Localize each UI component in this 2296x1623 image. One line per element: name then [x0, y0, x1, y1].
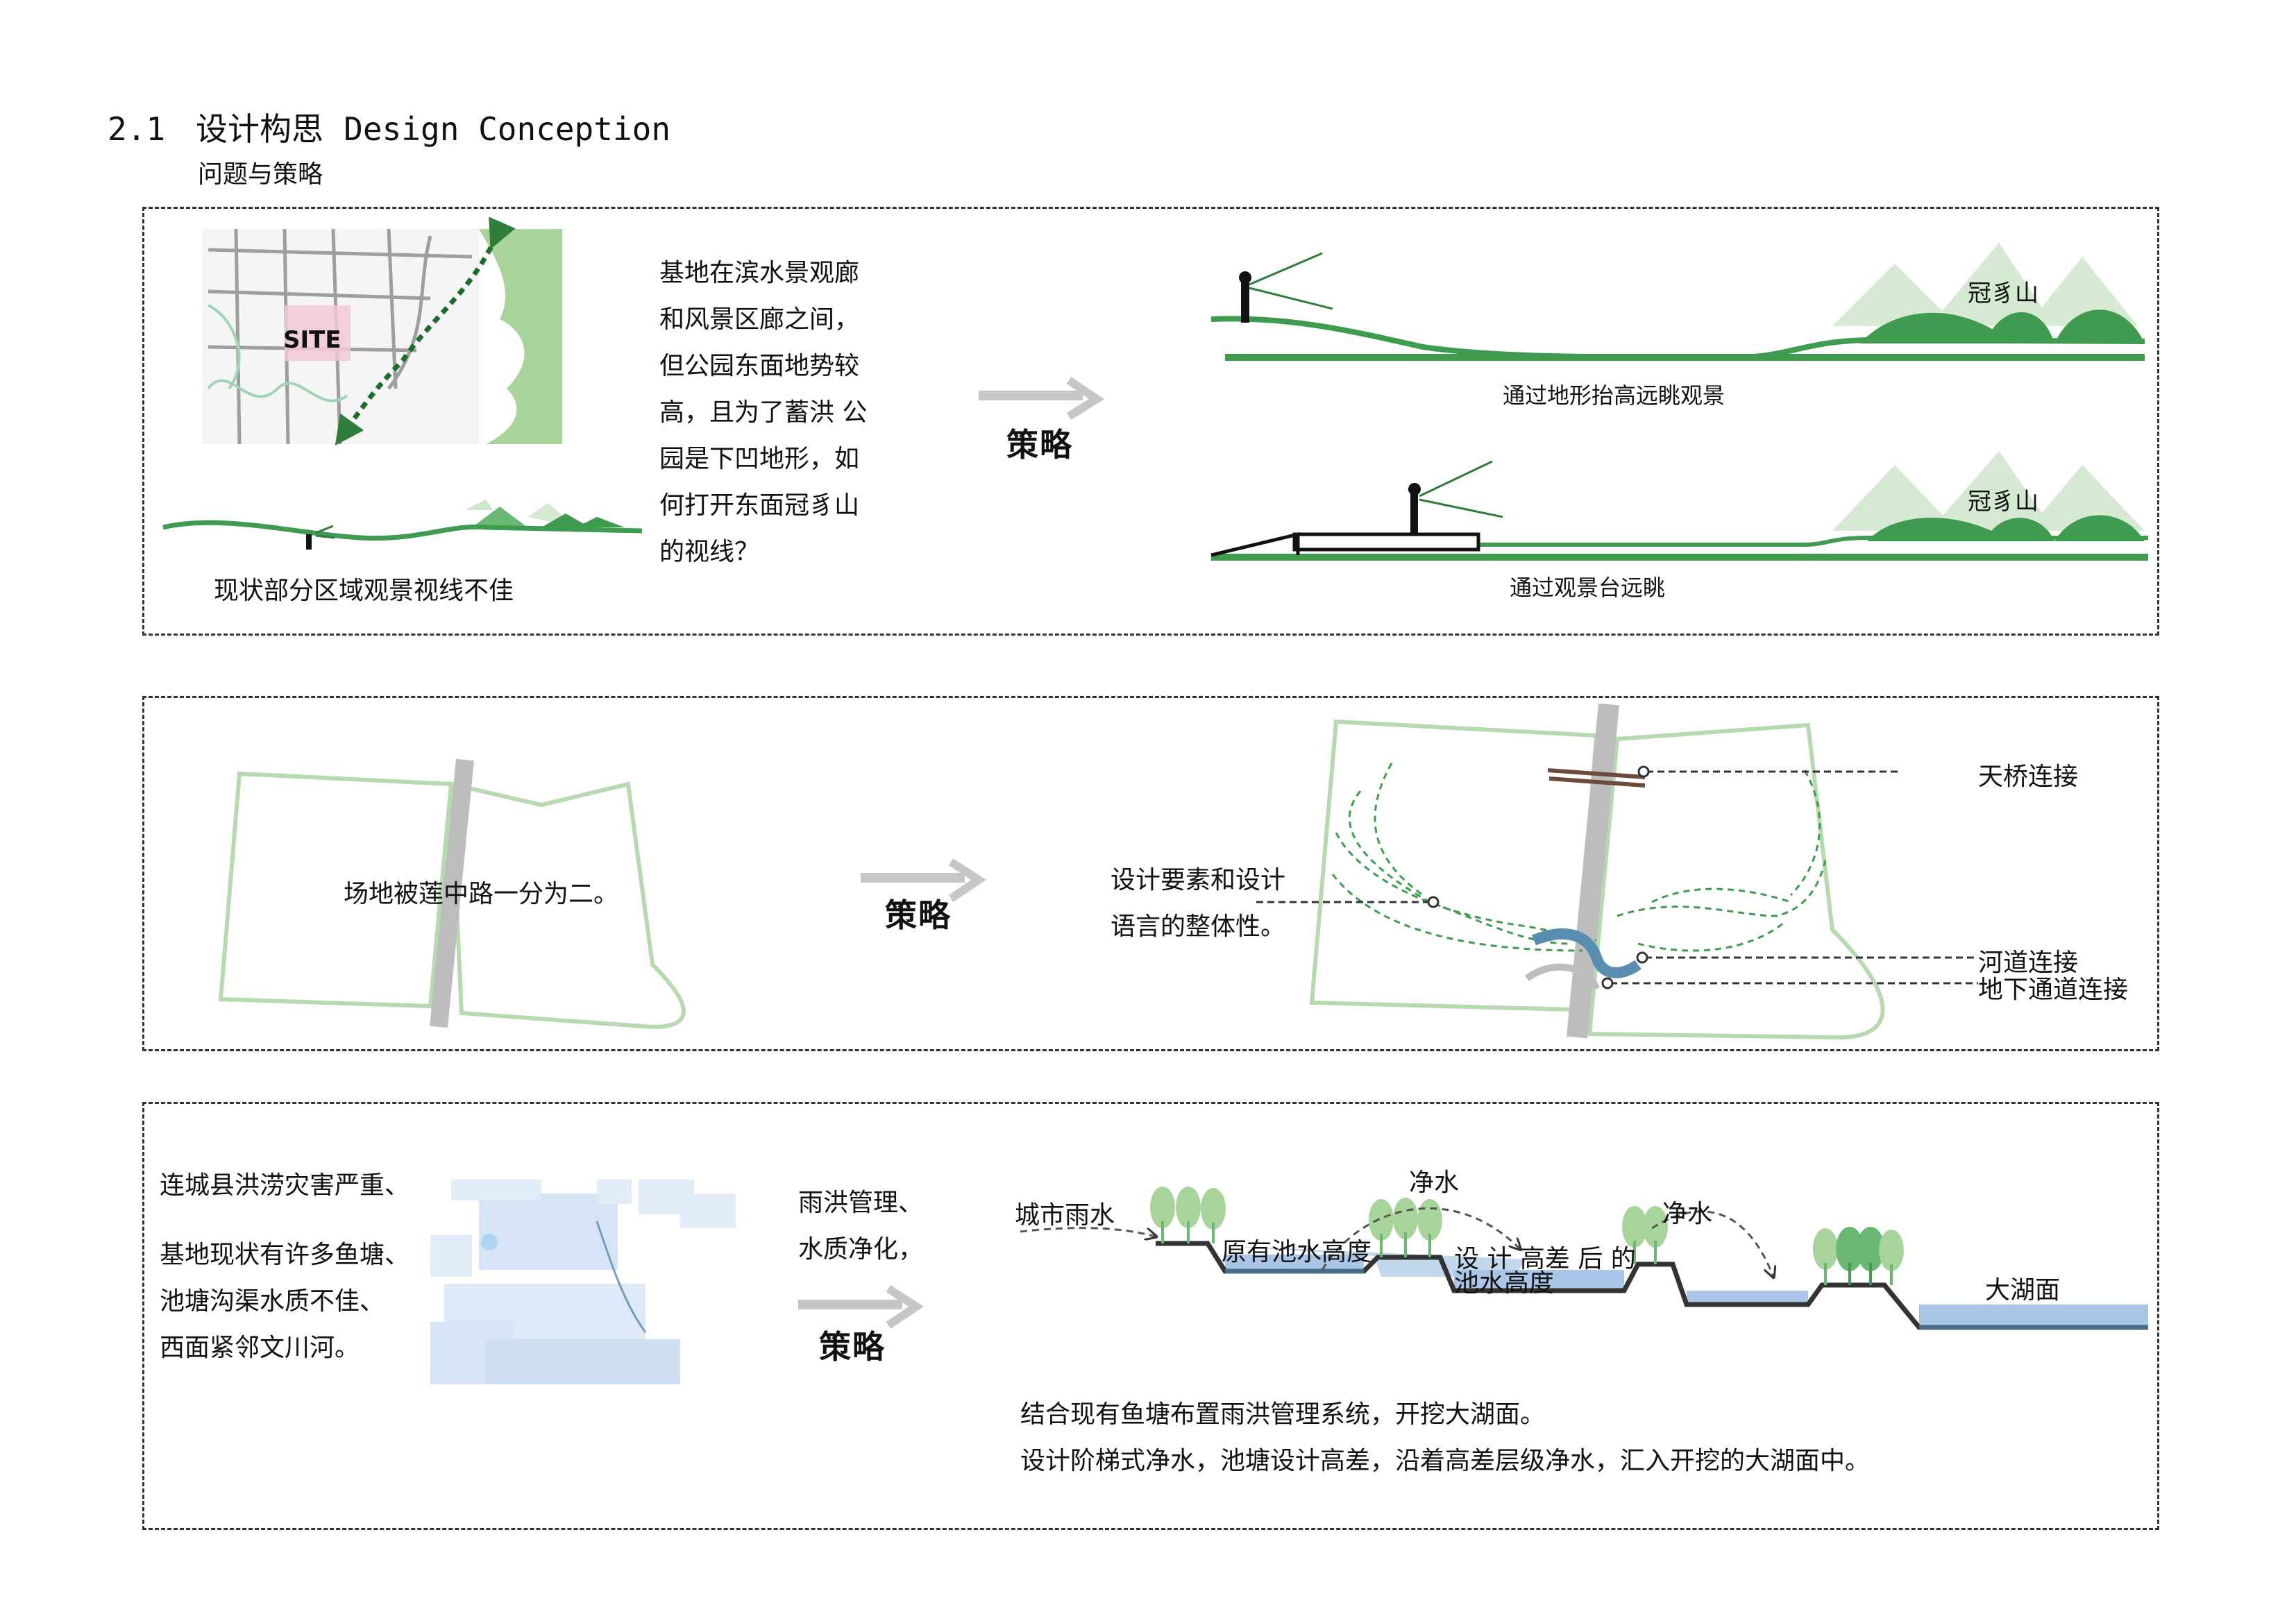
problem-1-line-3: 但公园东面地势较 — [659, 352, 860, 380]
problem-1-line-5: 园是下凹地形，如 — [659, 445, 860, 473]
panel-view-problem — [142, 207, 2159, 636]
element-text-line-1: 设计要素和设计 — [1111, 866, 1286, 894]
problem-1-line-1: 基地在滨水景观廊 — [659, 259, 860, 287]
flood-line-3: 池塘沟渠水质不佳、 — [160, 1287, 385, 1316]
mountain-label-1: 冠豸山 — [1968, 280, 2038, 307]
river-connection-label: 河道连接 — [1978, 949, 2079, 977]
section-number: 2.1 — [108, 110, 166, 148]
original-pond-level-label: 原有池水高度 — [1222, 1238, 1372, 1266]
problem-1-line-2: 和风景区廊之间， — [659, 305, 860, 334]
flood-line-4: 西面紧邻文川河。 — [160, 1334, 360, 1362]
section-title-en: Design Conception — [344, 110, 671, 148]
road-split-text: 场地被莲中路一分为二。 — [344, 880, 619, 908]
existing-section — [162, 500, 643, 550]
bridge-connection-label: 天桥连接 — [1978, 763, 2079, 791]
underpass-connection-label: 地下通道连接 — [1978, 976, 2129, 1004]
site-split-diagram — [218, 758, 686, 1030]
platform-solution-section — [1210, 451, 2148, 561]
fishpond-map — [430, 1180, 736, 1384]
designed-pond-level-label-1: 设 计 高差 后 的 — [1454, 1245, 1636, 1273]
designed-pond-level-label-2: 池水高度 — [1454, 1269, 1555, 1298]
stormwater-line-1: 雨洪管理、 — [798, 1189, 924, 1217]
site-map — [203, 216, 564, 446]
section-subtitle: 问题与策略 — [198, 160, 323, 189]
strategy-arrow-3 — [798, 1284, 924, 1329]
platform-caption: 通过观景台远眺 — [1510, 575, 1666, 601]
site-label: SITE — [283, 326, 341, 354]
mountain-label-2: 冠豸山 — [1968, 488, 2038, 516]
strategy-label-3: 策略 — [819, 1328, 886, 1366]
element-text-line-2: 语言的整体性。 — [1111, 912, 1286, 941]
strategy-arrow-1 — [979, 377, 1105, 420]
site-connection-diagram — [1256, 703, 1978, 1040]
stormwater-line-2: 水质净化， — [798, 1235, 924, 1264]
problem-1-line-4: 高，且为了蓄洪 公 — [659, 398, 868, 427]
strategy-label-1: 策略 — [1006, 426, 1073, 464]
lake-label: 大湖面 — [1985, 1276, 2061, 1305]
panel-water-problem — [142, 1102, 2159, 1530]
stepped-purification-section — [1020, 1187, 2148, 1330]
section-title-cn: 设计构思 — [195, 110, 323, 148]
strategy-label-2: 策略 — [885, 897, 952, 934]
purify-label-2: 净水 — [1662, 1200, 1713, 1228]
panel-road-problem — [142, 696, 2159, 1051]
purify-label-1: 净水 — [1409, 1169, 1460, 1197]
summary-line-2: 设计阶梯式净水，池塘设计高差，沿着高差层级净水，汇入开挖的大湖面中。 — [1020, 1447, 1871, 1475]
terrain-caption: 通过地形抬高远眺观景 — [1503, 382, 1725, 409]
problem-1-line-7: 的视线？ — [659, 538, 760, 566]
summary-line-1: 结合现有鱼塘布置雨洪管理系统，开挖大湖面。 — [1020, 1400, 1546, 1429]
section-title: 2.1 设计构思 Design Conception — [108, 104, 670, 150]
city-rain-label: 城市雨水 — [1015, 1201, 1115, 1230]
flood-line-1: 连城县洪涝灾害严重、 — [160, 1171, 410, 1200]
strategy-arrow-2 — [861, 858, 986, 902]
existing-view-caption: 现状部分区域观景视线不佳 — [214, 577, 514, 605]
flood-line-2: 基地现状有许多鱼塘、 — [160, 1241, 410, 1269]
terrain-solution-section — [1210, 243, 2145, 361]
problem-1-line-6: 何打开东面冠豸山 — [659, 491, 860, 520]
